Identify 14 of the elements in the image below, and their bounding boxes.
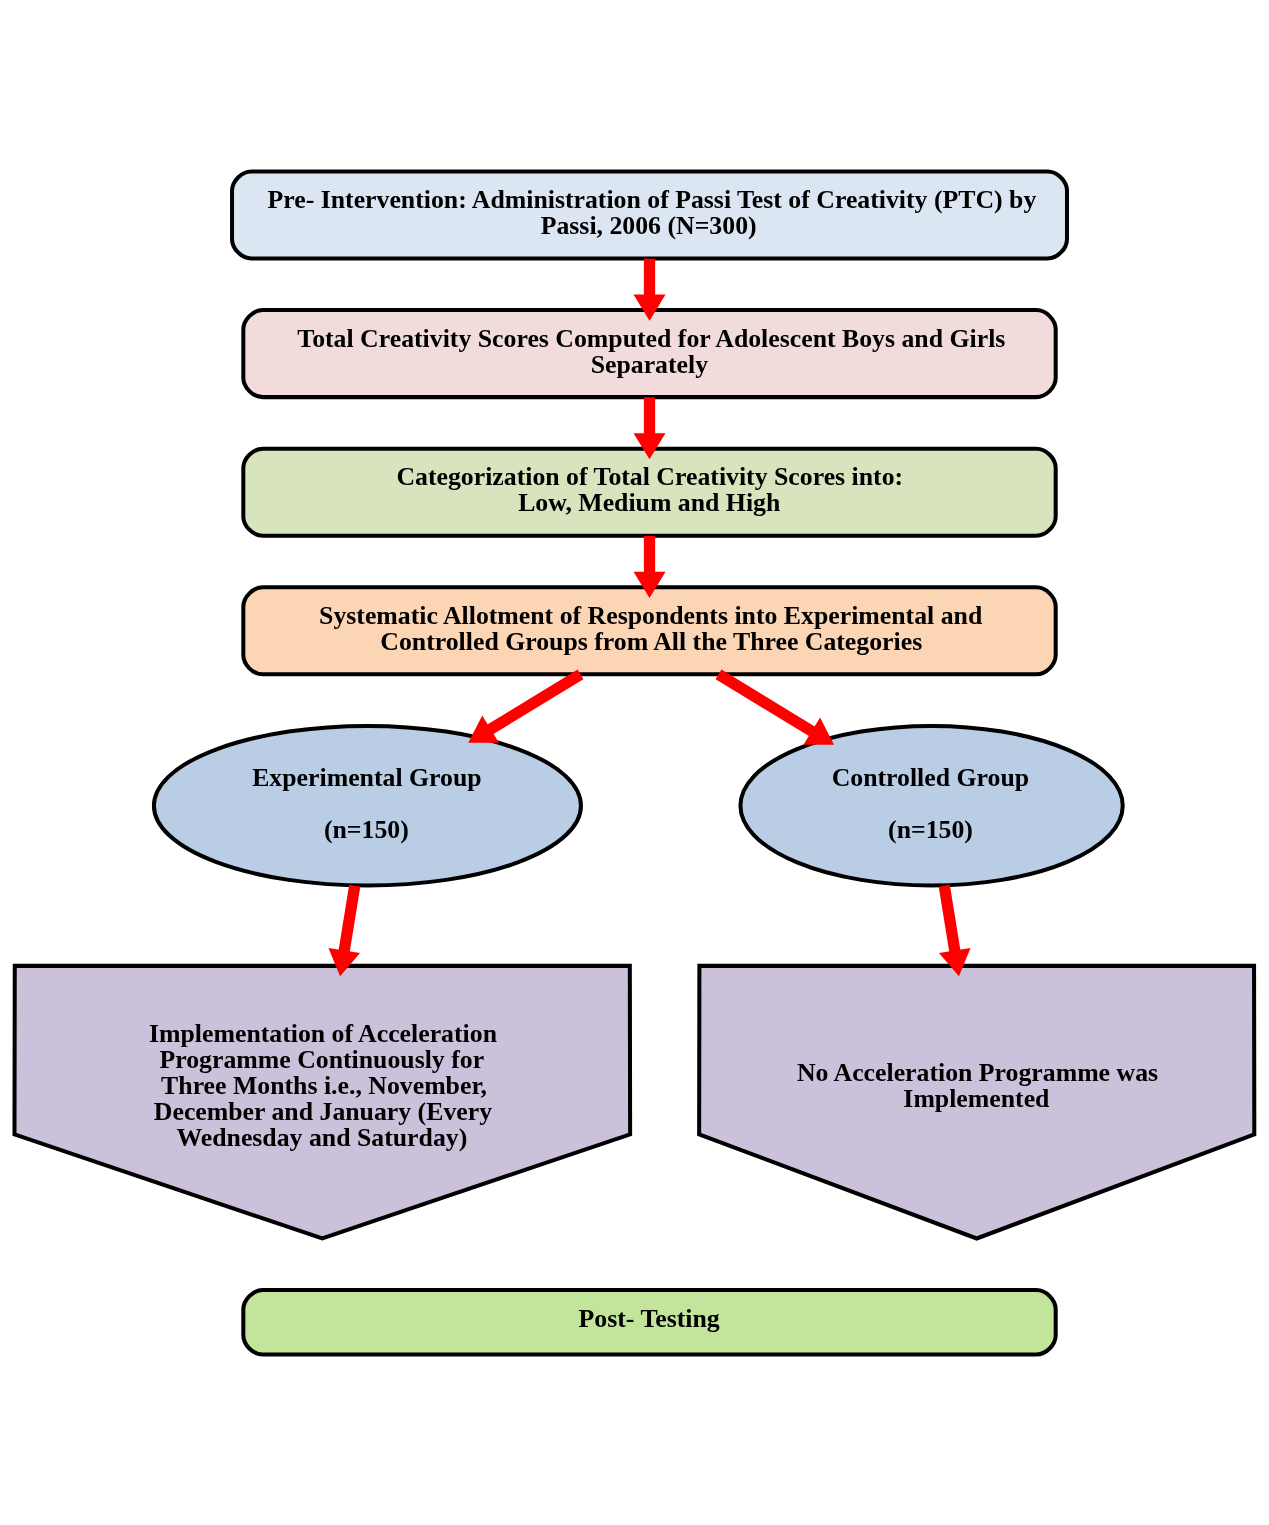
node-box: Pre- Intervention: Administration of Passi Test of Creativity (PTC) by Passi, 2006 (N=300) [230,168,1069,260]
arrow [468,669,584,743]
node-box: Systematic Allotment of Respondents into Experimental and Controlled Groups from All the Three Categories [241,584,1058,676]
arrow [633,535,666,598]
arrow [633,396,666,459]
arrow [715,669,835,745]
node-box: Total Creativity Scores Computed for Adolescent Boys and Girls Separately [241,307,1058,399]
node-box: Post- Testing [241,1287,1058,1357]
node-ellipse: Controlled Group (n=150) [738,723,1125,887]
node-box: Categorization of Total Creativity Scores into: Low, Medium and High [241,446,1058,538]
arrow [938,884,971,976]
node-ellipse: Experimental Group (n=150) [151,723,583,887]
arrow [328,884,361,976]
arrow [633,258,666,321]
